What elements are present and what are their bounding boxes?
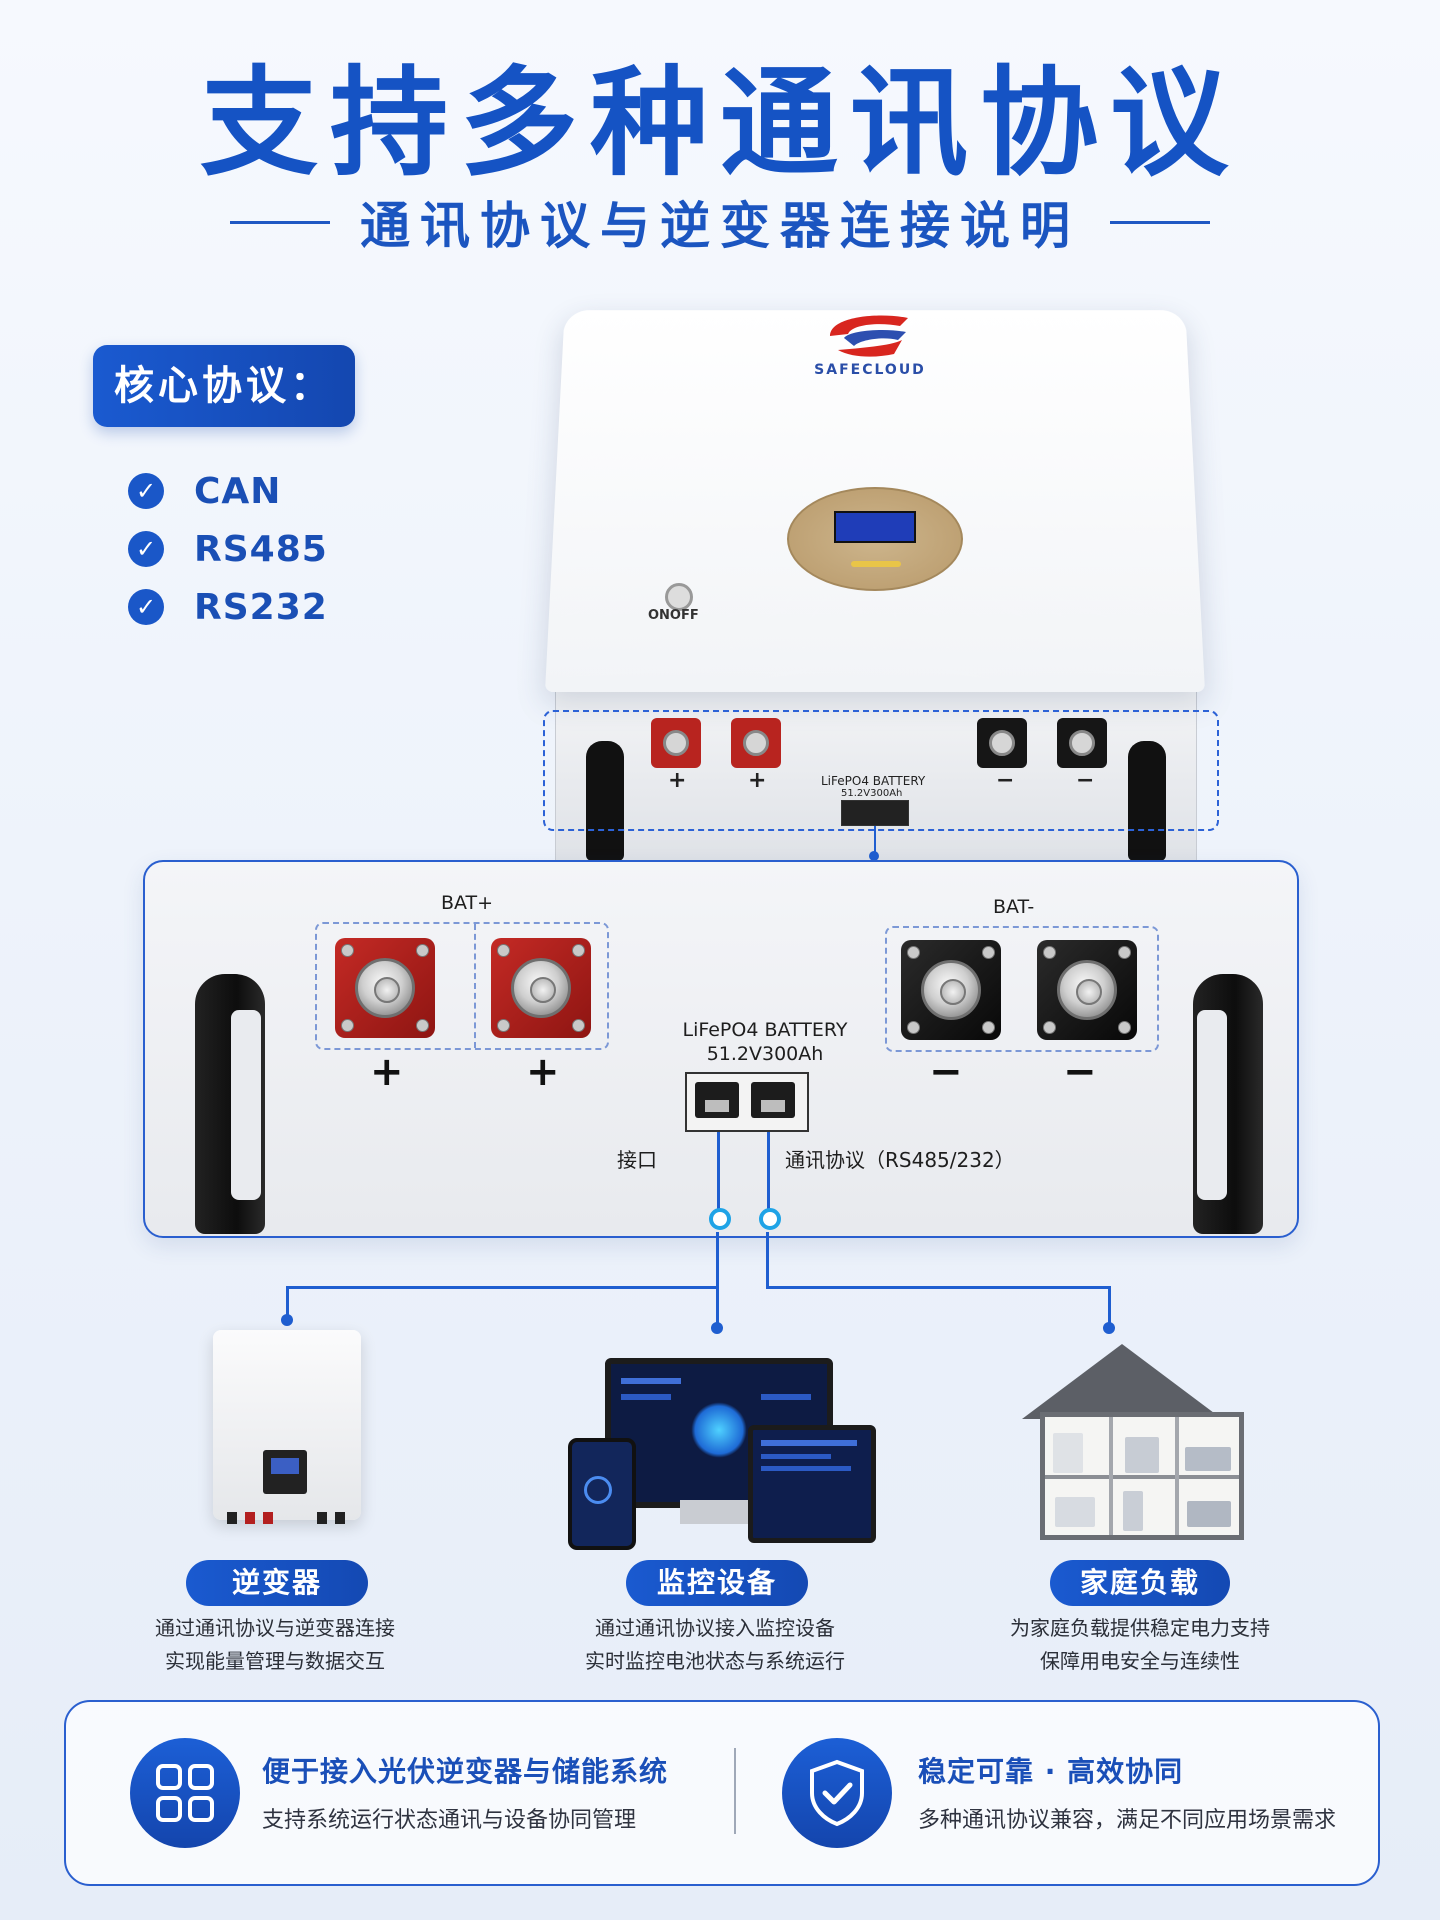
control-panel (787, 487, 963, 591)
status-leds (851, 561, 901, 567)
connector-branch-inverter (286, 1286, 718, 1289)
terminal-highlight-box: + + − − LiFePO4 BATTERY 51.2V300Ah (543, 710, 1219, 831)
brand-name: SAFECLOUD (814, 362, 926, 378)
device-desc-inverter-line2: 实现能量管理与数据交互 (165, 1649, 385, 1673)
positive-terminal (491, 938, 591, 1038)
positive-sign: + (526, 1049, 560, 1095)
battery-label-small: LiFePO4 BATTERY (821, 774, 926, 788)
positive-terminal-group (315, 922, 609, 1050)
terminal-detail-panel: BAT+ BAT- + + − − LiFePO4 BATTERY 51.2V3… (143, 860, 1299, 1238)
battery-spec-small: 51.2V300Ah (841, 788, 903, 799)
comm-port-box (685, 1072, 809, 1132)
panel-handle-left (195, 974, 265, 1234)
cabinet-handle-left (586, 741, 624, 861)
negative-sign: − (929, 1049, 963, 1095)
feature-title-reliability: 稳定可靠 · 高效协同 (918, 1755, 1184, 1788)
positive-terminal-small (731, 718, 781, 768)
check-circle-icon: ✓ (128, 531, 164, 567)
monitor-stand (680, 1500, 750, 1524)
positive-terminal (335, 938, 435, 1038)
cable-right (767, 1132, 770, 1222)
connector-drop-home (1108, 1286, 1111, 1326)
zoom-connector-line (874, 826, 876, 862)
negative-terminal (1037, 940, 1137, 1040)
negative-sign-small: − (996, 768, 1015, 793)
bat-positive-label: BAT+ (441, 892, 494, 914)
connector-end-home (1103, 1322, 1115, 1334)
positive-sign-small: + (668, 768, 687, 793)
connector-trunk-left (716, 1232, 719, 1328)
check-circle-icon: ✓ (128, 473, 164, 509)
cable-node-left (709, 1208, 731, 1230)
protocol-item: ✓ CAN (128, 462, 328, 520)
positive-terminal-small (651, 718, 701, 768)
phone-illustration (568, 1438, 636, 1550)
cabinet-handle-right (1128, 741, 1166, 861)
positive-sign: + (370, 1049, 404, 1095)
subtitle-left-rule (230, 220, 330, 224)
subtitle-row: 通讯协议与逆变器连接说明 (0, 192, 1440, 255)
cable-left (717, 1132, 720, 1222)
power-button[interactable] (665, 583, 693, 611)
device-desc-monitor-line2: 实时监控电池状态与系统运行 (585, 1649, 845, 1673)
device-badge-home: 家庭负载 (1050, 1560, 1230, 1606)
device-desc-monitor-line1: 通过通讯协议接入监控设备 (595, 1616, 835, 1640)
lcd-display (834, 511, 916, 543)
shield-check-icon (782, 1738, 892, 1848)
house-illustration (1040, 1412, 1244, 1540)
inverter-terminals (227, 1512, 347, 1526)
panel-handle-right (1193, 974, 1263, 1234)
feature-subtitle-reliability: 多种通讯协议兼容，满足不同应用场景需求 (918, 1808, 1337, 1833)
battery-name: LiFePO4 BATTERY (682, 1019, 848, 1041)
page-title: 支持多种通讯协议 (199, 54, 1240, 192)
protocol-list: ✓ CAN ✓ RS485 ✓ RS232 (128, 462, 328, 636)
rj45-port-right[interactable] (751, 1082, 795, 1118)
device-desc-home-line1: 为家庭负载提供稳定电力支持 (1010, 1616, 1270, 1640)
page-subtitle: 通讯协议与逆变器连接说明 (360, 197, 1080, 255)
house-roof (1022, 1344, 1222, 1419)
negative-sign: − (1063, 1049, 1097, 1095)
device-desc-inverter-line1: 通过通讯协议与逆变器连接 (155, 1616, 395, 1640)
grid-apps-icon (130, 1738, 240, 1848)
safecloud-logo: SAFECLOUD (790, 306, 950, 386)
protocol-name: RS232 (194, 586, 328, 628)
connector-end-monitor (711, 1322, 723, 1334)
feature-title-integration: 便于接入光伏逆变器与储能系统 (262, 1755, 669, 1788)
connector-trunk-right (766, 1232, 769, 1288)
cable-node-right (759, 1208, 781, 1230)
comm-ports-small (841, 800, 909, 826)
port-interface-label: 接口 (617, 1148, 657, 1172)
protocol-name: CAN (194, 470, 282, 512)
power-button-label: ONOFF (648, 608, 699, 623)
connector-drop-inverter (286, 1286, 289, 1318)
battery-spec: 51.2V300Ah (706, 1043, 824, 1065)
device-badge-monitor: 监控设备 (626, 1560, 808, 1606)
check-circle-icon: ✓ (128, 589, 164, 625)
port-protocol-label: 通讯协议（RS485/232） (785, 1148, 1015, 1172)
connector-branch-home (766, 1286, 1110, 1289)
bat-negative-label: BAT- (993, 896, 1035, 918)
negative-terminal (901, 940, 1001, 1040)
feature-card (64, 1700, 1380, 1886)
zoom-connector-dot (869, 851, 879, 861)
connector-end-inverter (281, 1314, 293, 1326)
negative-terminal-small (1057, 718, 1107, 768)
negative-sign-small: − (1076, 768, 1095, 793)
protocol-name: RS485 (194, 528, 328, 570)
tablet-illustration (748, 1425, 876, 1543)
core-protocol-badge: 核心协议： (93, 345, 355, 427)
protocol-item: ✓ RS485 (128, 520, 328, 578)
negative-terminal-small (977, 718, 1027, 768)
subtitle-right-rule (1110, 220, 1210, 224)
inverter-illustration (213, 1330, 361, 1524)
positive-sign-small: + (748, 768, 767, 793)
inverter-screen (263, 1450, 307, 1494)
protocol-item: ✓ RS232 (128, 578, 328, 636)
device-badge-inverter: 逆变器 (186, 1560, 368, 1606)
rj45-port-left[interactable] (695, 1082, 739, 1118)
feature-divider (734, 1748, 736, 1834)
device-desc-home-line2: 保障用电安全与连续性 (1040, 1649, 1240, 1673)
feature-subtitle-integration: 支持系统运行状态通讯与设备协同管理 (262, 1808, 637, 1833)
negative-terminal-group (885, 926, 1159, 1052)
